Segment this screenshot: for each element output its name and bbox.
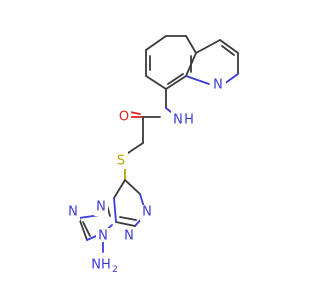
- amide-n-label: N: [173, 113, 183, 128]
- triazolotriazole-ring: [78, 179, 145, 253]
- amino-subscript: 2: [112, 265, 118, 275]
- amino-label: NH: [91, 258, 111, 273]
- structure-diagram: O N H S N N N N N N NH 2: [66, 35, 239, 278]
- sulfur-label: S: [117, 154, 125, 169]
- atom-labels: O N H S N N N N N N NH 2: [66, 77, 226, 278]
- triazole-n-label-2: N: [96, 200, 106, 215]
- quinoline-ring: [145, 35, 239, 90]
- amide-h-label: H: [184, 113, 194, 128]
- amide-group: [129, 111, 161, 144]
- triazole-n-label-1: N: [142, 205, 152, 220]
- bond-ch2-s: [127, 142, 144, 154]
- quinoline-n-label: N: [213, 78, 223, 93]
- triazole-n-label-4: N: [124, 229, 134, 244]
- triazole-n-label-5: N: [98, 229, 108, 244]
- oxygen-label: O: [119, 110, 129, 125]
- triazole-n-label-3: N: [68, 205, 78, 220]
